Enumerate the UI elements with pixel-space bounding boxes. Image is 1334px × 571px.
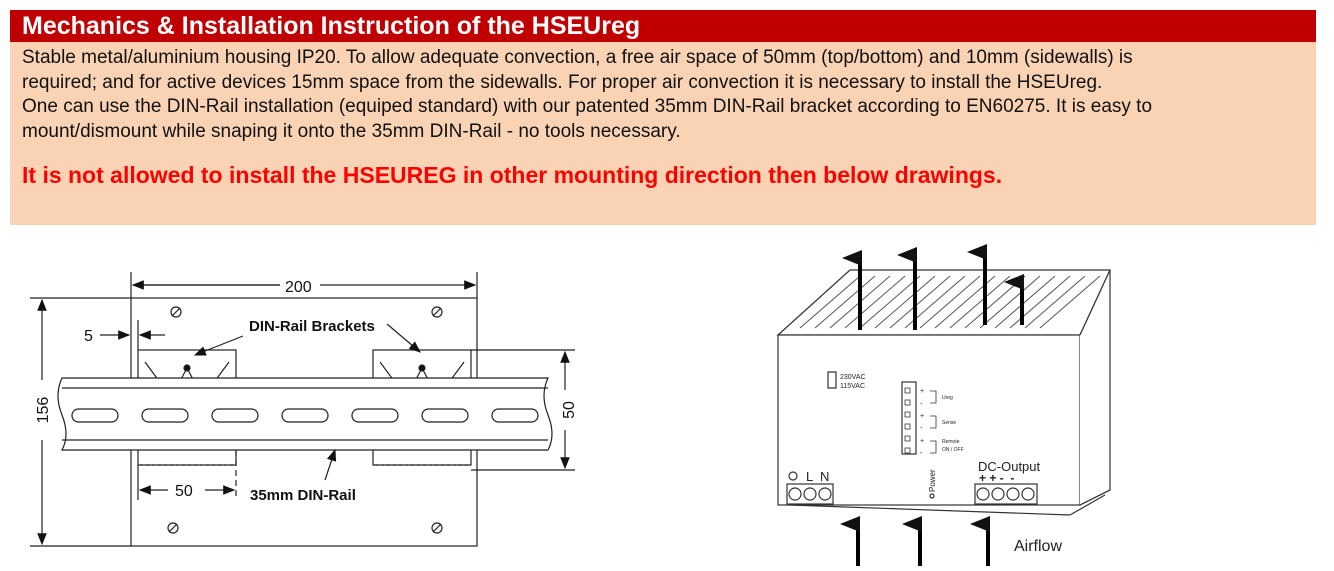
voltage-115: 115VAC [840,383,865,390]
plus-label: + [920,388,924,395]
rail-label: 35mm DIN-Rail [250,487,356,504]
offset-dimension: 5 [84,328,93,345]
screw-icon [167,522,179,534]
ureg-label: Ureg [942,395,953,401]
ground-icon [788,471,798,481]
airflow-arrows [840,244,1024,566]
input-n-label: N [820,469,829,484]
plus-label: + [920,413,924,420]
width-dimension: 200 [285,279,312,296]
airflow-label: Airflow [1014,538,1062,555]
screw-icon [431,522,443,534]
screw-icon [431,306,443,318]
bracket-label: DIN-Rail Brackets [249,318,375,335]
intro-line: required; and for active devices 15mm sp… [22,71,1103,93]
minus-label: - [920,401,923,408]
din-rail-drawing [30,272,575,547]
section-title: Mechanics & Installation Instruction of … [10,10,1316,42]
terminal-screws [788,487,1035,501]
voltage-230: 230VAC [840,374,866,381]
height-dimension: 156 [35,397,52,424]
dc-polarity-label: + + - - [979,471,1014,485]
rail-slots [71,408,539,423]
power-led [929,493,935,499]
bracket-width-dimension: 50 [175,483,193,500]
intro-line: Stable metal/aluminium housing IP20. To … [22,47,1133,68]
mounting-warning: It is not allowed to install the HSEUREG… [22,162,1003,188]
rail-height-dimension: 50 [561,401,578,419]
intro-line: mount/dismount while snaping it onto the… [22,120,681,142]
instruction-text-box: Stable metal/aluminium housing IP20. To … [10,42,1316,225]
minus-label: - [920,450,923,457]
dc-output-label: DC-Output [978,459,1041,474]
remote-label-2: ON / OFF [942,447,964,453]
minus-label: - [920,425,923,432]
remote-label: Remote [942,439,960,445]
input-l-label: L [806,469,813,484]
power-label: Power [928,469,937,492]
plus-label: + [920,438,924,445]
screw-icon [170,306,182,318]
sense-label: Sense [942,420,956,426]
intro-line: One can use the DIN-Rail installation (e… [22,96,1153,117]
